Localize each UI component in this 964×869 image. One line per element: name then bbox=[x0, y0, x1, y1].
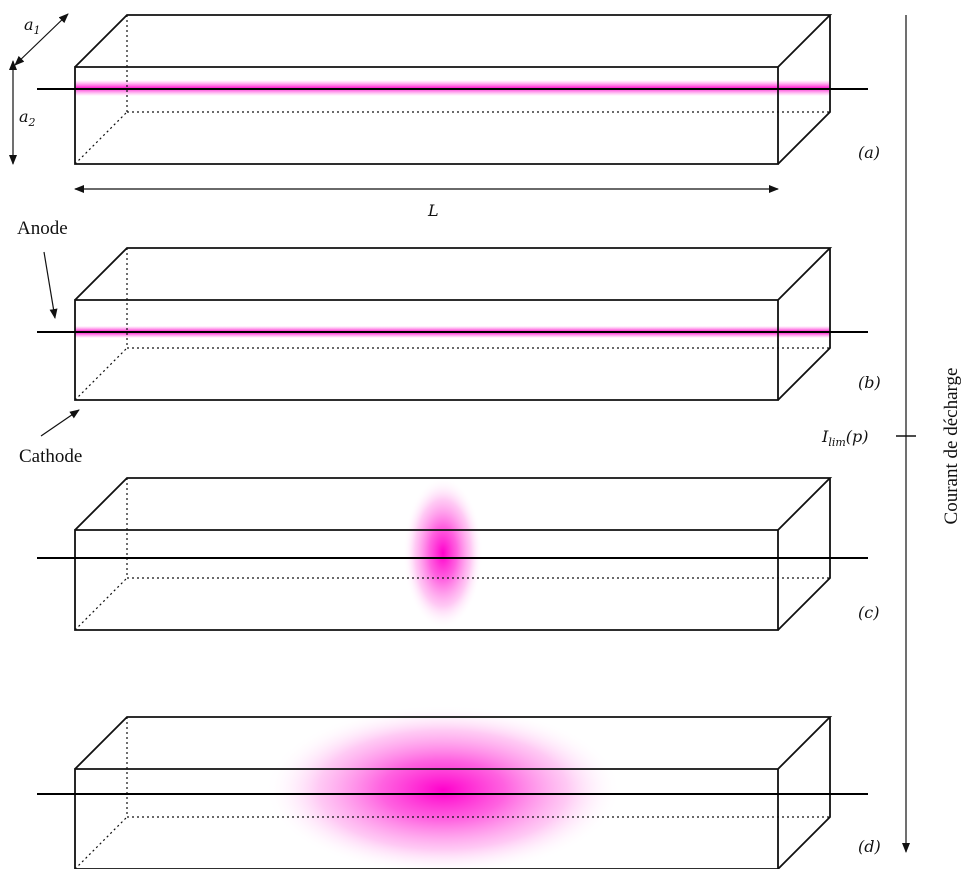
panel-label: (b) bbox=[858, 373, 881, 392]
dimension-length: L bbox=[74, 185, 779, 220]
dimension-a1: a1 bbox=[14, 13, 69, 66]
length-label: L bbox=[427, 201, 439, 220]
threshold-label: Ilim(p) bbox=[821, 427, 869, 449]
glow-narrow-ellipse bbox=[403, 477, 483, 629]
glow-wide-ellipse bbox=[265, 705, 621, 869]
anode-arrow bbox=[43, 251, 58, 319]
panel-d: (d) bbox=[37, 705, 881, 869]
hidden-edges bbox=[74, 248, 830, 401]
anode-label: Anode bbox=[17, 218, 68, 239]
hidden-edges bbox=[74, 478, 830, 631]
panel-b: (b) bbox=[37, 247, 881, 401]
panel-label: (a) bbox=[858, 143, 880, 162]
panel-label: (d) bbox=[858, 837, 881, 856]
cathode-annotation: Cathode bbox=[19, 409, 82, 467]
a2-label: a2 bbox=[19, 107, 36, 129]
current-axis: Ilim(p) Courant de décharge bbox=[821, 15, 962, 853]
box-edges bbox=[74, 716, 833, 869]
a1-arrow bbox=[14, 13, 69, 66]
hidden-edges bbox=[74, 717, 830, 869]
cathode-arrow bbox=[40, 409, 80, 437]
box-edges bbox=[74, 14, 833, 165]
panel-a: (a) bbox=[37, 14, 880, 165]
a1-label: a1 bbox=[24, 15, 41, 37]
box-edges bbox=[74, 477, 833, 631]
box-edges bbox=[74, 247, 833, 401]
current-axis-title: Courant de décharge bbox=[941, 368, 962, 525]
hidden-edges bbox=[74, 15, 830, 165]
cathode-label: Cathode bbox=[19, 446, 82, 467]
dimension-a2: a2 bbox=[9, 60, 36, 165]
panel-label: (c) bbox=[858, 603, 879, 622]
anode-annotation: Anode bbox=[17, 218, 68, 319]
panel-c: (c) bbox=[37, 477, 879, 631]
